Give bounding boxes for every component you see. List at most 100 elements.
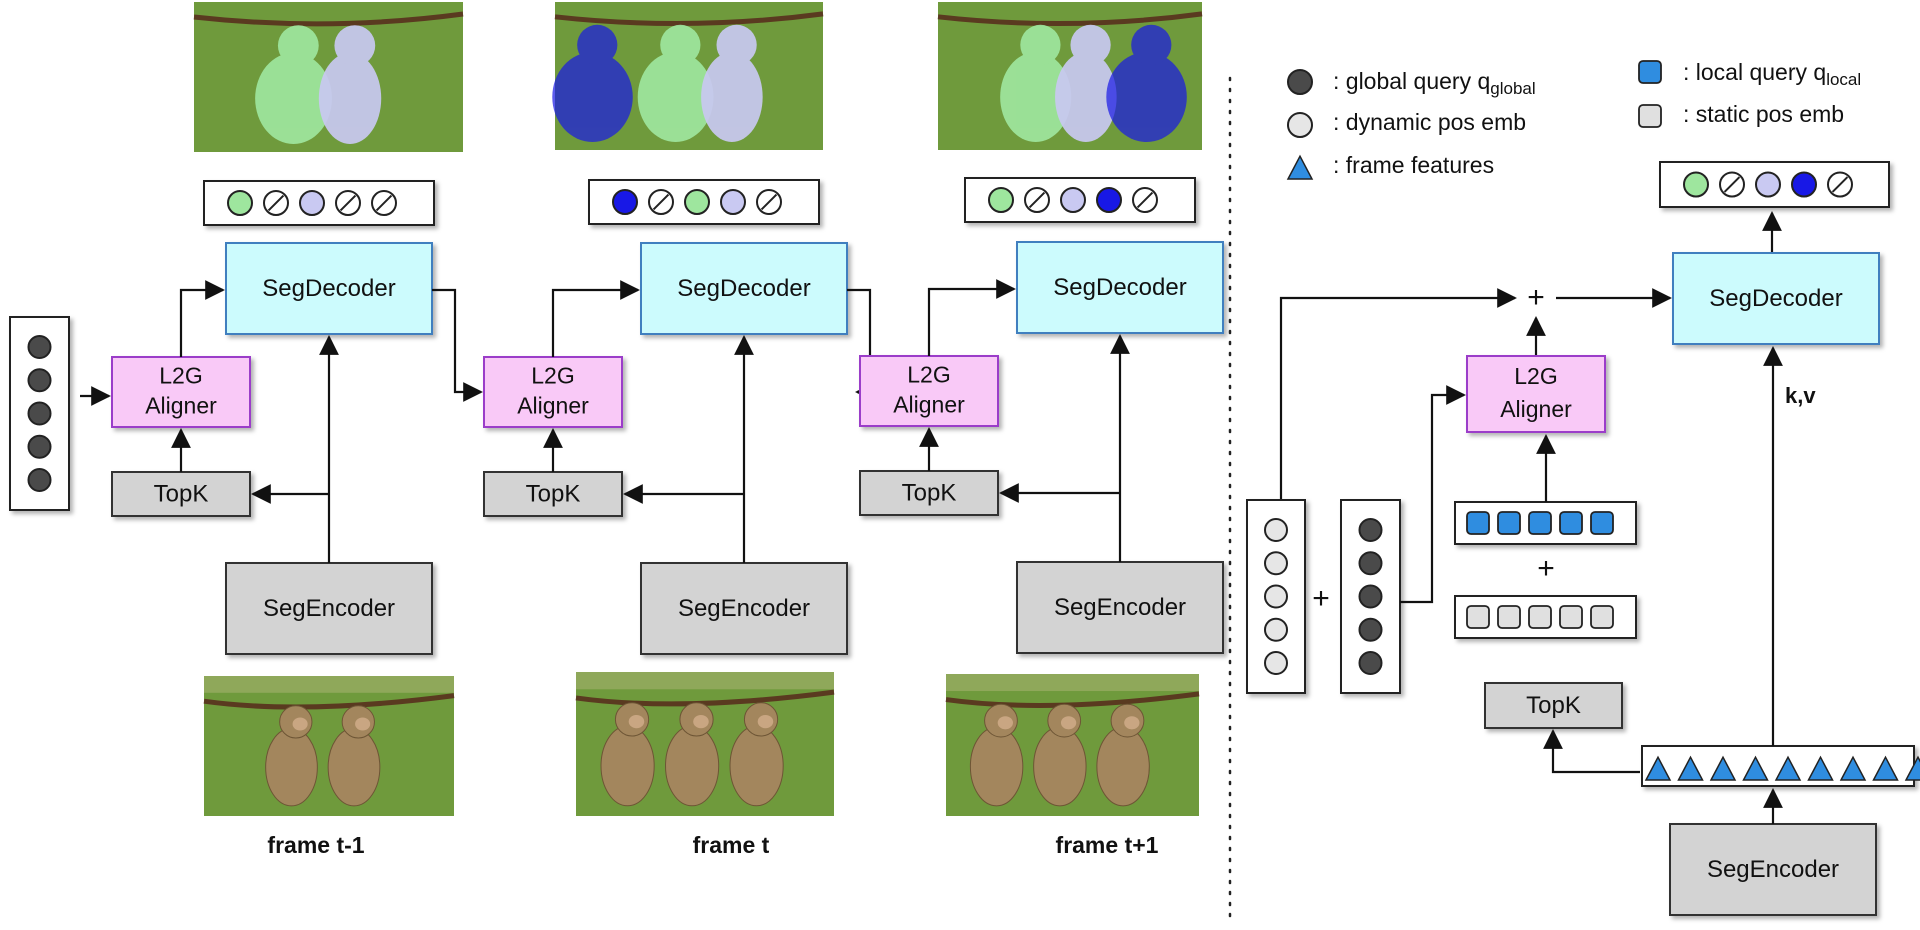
detail-topk-block-label: TopK	[1526, 692, 1581, 719]
static-pos-emb-row-square	[1466, 605, 1490, 629]
aligner-to-decoder-arrow	[927, 279, 1016, 356]
monkey-icon	[327, 705, 381, 807]
monkey-body	[600, 725, 655, 807]
kv-label: k,v	[1785, 383, 1816, 408]
static-pos-emb-row-square	[1528, 605, 1552, 629]
local-query-row	[1454, 501, 1637, 545]
monkey-body	[327, 727, 381, 807]
monkey-face	[628, 714, 645, 729]
global-query-column-circle	[1358, 651, 1383, 675]
query-lavender	[1755, 171, 1781, 198]
dynamic-pos-emb-column-circle	[1264, 518, 1288, 542]
dynamic-pos-to-plus-arrow	[1279, 288, 1517, 499]
legend-local-query-icon	[1638, 60, 1662, 84]
mask-head	[277, 25, 319, 67]
initial-global-query-column	[9, 316, 70, 511]
segmentation-mask-icon	[552, 2, 824, 150]
query-lavender	[720, 189, 746, 215]
dynamic-pos-emb-column-circle	[1264, 651, 1288, 675]
topk-block-rect	[111, 471, 251, 517]
monkey-body	[969, 726, 1024, 807]
mask-lavender	[701, 24, 763, 142]
query-green	[227, 190, 253, 216]
photo-horizon	[946, 674, 1199, 692]
seg-encoder-block-label: SegEncoder	[263, 595, 395, 622]
seg-decoder-block-rect	[225, 242, 433, 335]
monkey-icon	[1033, 703, 1087, 807]
monkey-body	[665, 725, 720, 807]
empty-slot-slash	[1136, 191, 1154, 209]
output-query-bar	[964, 177, 1196, 223]
static-pos-emb-row-square	[1590, 605, 1614, 629]
mask-photo-dirt	[193, 11, 464, 27]
topk-block: TopK	[111, 471, 251, 517]
monkey-icon	[665, 702, 720, 807]
photo-icon	[945, 674, 1200, 816]
seg-decoder-block-label: SegDecoder	[1053, 274, 1186, 301]
local-query-row-square	[1528, 511, 1552, 535]
mask-body	[637, 52, 714, 142]
seg-encoder-block: SegEncoder	[640, 562, 848, 655]
topk-block-label: TopK	[526, 480, 581, 507]
global-query-column-circle	[1358, 518, 1383, 542]
frame-feature-triangle	[1774, 755, 1802, 781]
detail-seg-decoder-block: SegDecoder	[1672, 252, 1880, 345]
mask-green	[255, 25, 332, 144]
local-query-row-square	[1497, 511, 1521, 535]
frame-feature-triangle	[1839, 755, 1867, 781]
legend-frame-features-label: : frame features	[1333, 152, 1494, 178]
monkey-face	[292, 717, 308, 731]
seg-decoder-block-label: SegDecoder	[262, 275, 395, 302]
output-query-bar	[588, 179, 820, 225]
local-query-row-square	[1559, 511, 1583, 535]
l2g-aligner-label-line1: L2G	[159, 362, 202, 388]
frame-label: frame t+1	[1056, 832, 1159, 858]
frame-feature-triangle	[1807, 755, 1834, 781]
segmentation-mask-icon	[193, 2, 464, 152]
empty-slot-slash	[1028, 191, 1046, 209]
l2g-aligner-block-rect	[111, 356, 251, 428]
photo-horizon	[576, 672, 834, 690]
query-lavender	[299, 190, 325, 216]
detail-seg-encoder-block-rect	[1669, 823, 1877, 916]
frame-feature-triangle	[1709, 755, 1737, 781]
frame-column: SegDecoderL2GAlignerTopKSegEncoderframe …	[111, 2, 483, 858]
l2g-aligner-label-line2: Aligner	[145, 392, 217, 418]
l2g-aligner-label-line2: Aligner	[1500, 396, 1572, 422]
query-lavender	[1060, 187, 1086, 213]
topk-block-label: TopK	[154, 480, 209, 507]
l2g-aligner-block-rect	[1466, 355, 1606, 433]
global-query-column	[1340, 499, 1401, 694]
photo-icon	[575, 672, 835, 816]
topk-block: TopK	[859, 470, 999, 516]
features-to-topk-arrow	[1543, 729, 1640, 774]
seg-encoder-block-label: SegEncoder	[678, 595, 810, 622]
legend-global-subscript: global	[1490, 79, 1535, 98]
detail-topk-block: TopK	[1484, 682, 1623, 729]
dynamic-pos-emb-column	[1246, 499, 1306, 694]
mask-head	[1020, 24, 1061, 66]
query-green	[988, 187, 1014, 213]
monkey-body	[265, 727, 318, 807]
mask-head	[1070, 24, 1111, 66]
global-query-column-circle	[1358, 617, 1383, 642]
empty-slot-slash	[652, 193, 670, 211]
empty-slot-slash	[760, 193, 778, 211]
frame-label: frame t	[693, 832, 770, 858]
global-query-to-aligner-arrow	[1400, 385, 1466, 604]
monkey-face	[757, 714, 774, 729]
initial-global-query-column-circle	[27, 401, 52, 426]
mask-head	[660, 24, 701, 66]
seg-decoder-block: SegDecoder	[640, 242, 848, 335]
monkey-icon	[265, 705, 318, 807]
initial-global-query-column-circle	[27, 434, 52, 459]
static-pos-emb-row-square	[1559, 605, 1583, 629]
mask-blue	[552, 24, 633, 142]
detail-seg-encoder-block-label: SegEncoder	[1707, 856, 1839, 883]
detail-seg-encoder-block: SegEncoder	[1669, 823, 1877, 916]
seg-decoder-block-label: SegDecoder	[677, 275, 810, 302]
